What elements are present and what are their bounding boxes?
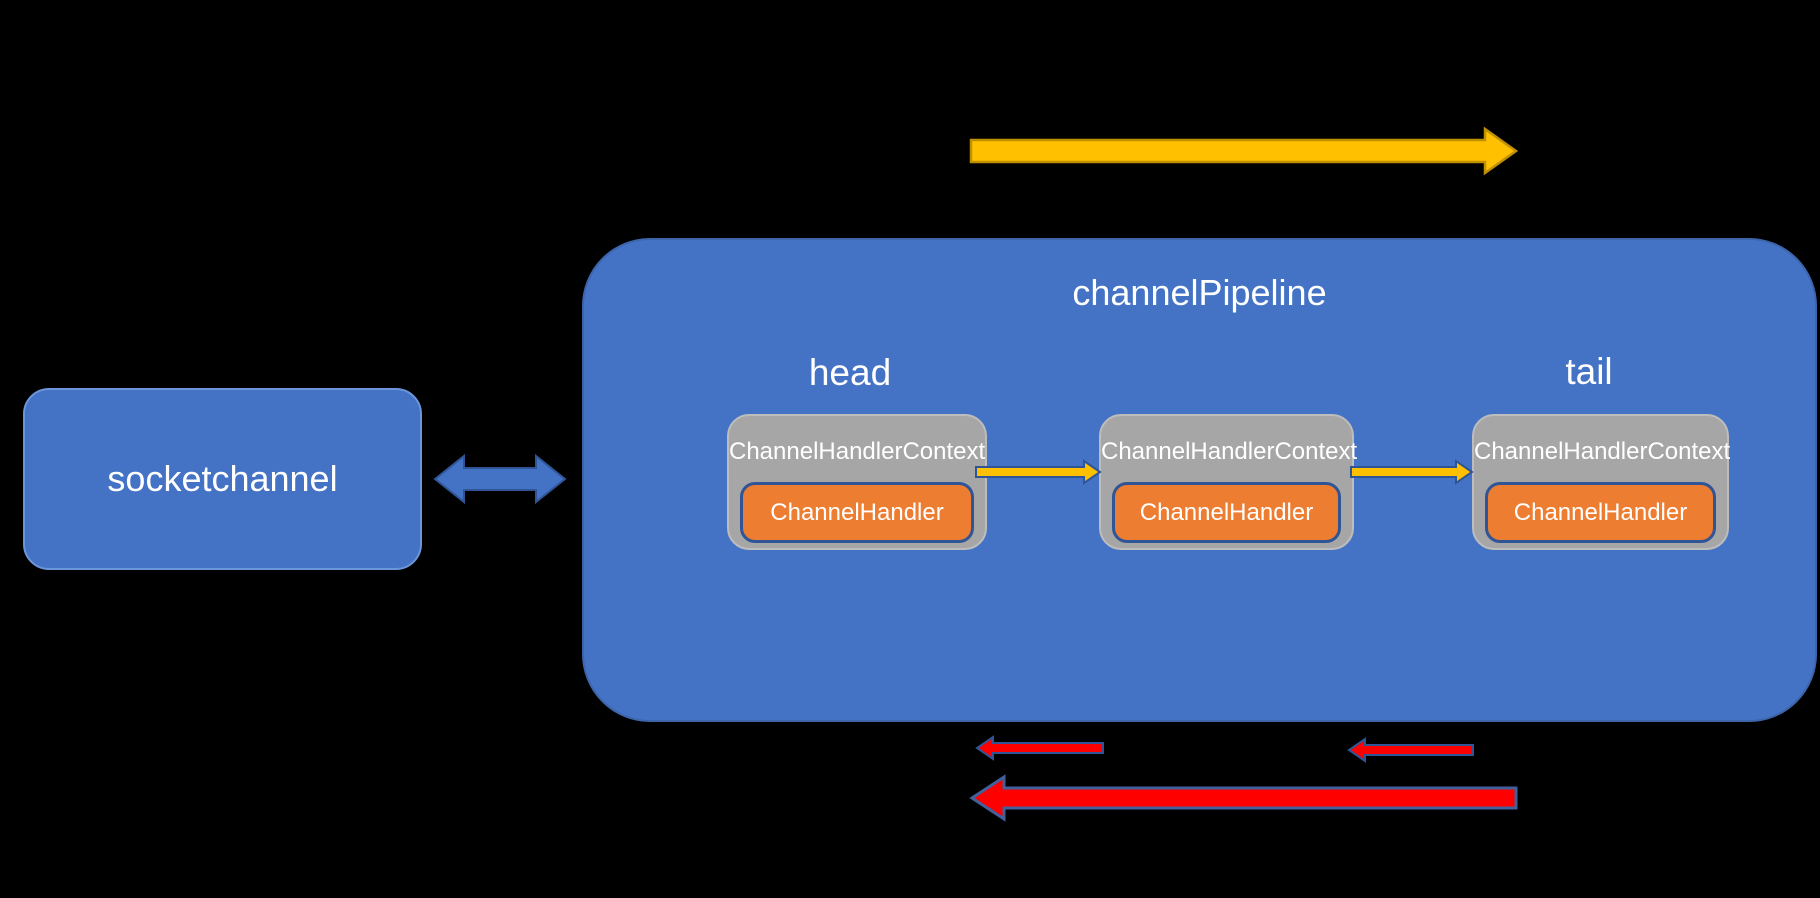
channel-handler-context-box-1: ChannelHandlerContext ChannelHandler: [727, 414, 987, 550]
inbound-red-arrow-icon: [969, 774, 1518, 822]
backward-red-arrow-1-icon: [975, 735, 1104, 761]
tail-label: tail: [1565, 351, 1613, 392]
socket-pipeline-double-arrow-icon: [433, 453, 567, 505]
channel-handler-box-3: ChannelHandler: [1485, 482, 1716, 543]
channel-handler-context-box-2: ChannelHandlerContext ChannelHandler: [1099, 414, 1358, 550]
handler-label: ChannelHandler: [1513, 498, 1688, 526]
handler-label: ChannelHandler: [1139, 498, 1314, 526]
outbound-yellow-arrow-icon: [969, 126, 1519, 176]
channel-handler-context-box-3: ChannelHandlerContext ChannelHandler: [1472, 414, 1731, 550]
channel-handler-box-1: ChannelHandler: [740, 482, 974, 543]
forward-yellow-arrow-1-icon: [975, 459, 1102, 485]
forward-yellow-arrow-2-icon: [1350, 459, 1474, 485]
socketchannel-box: socketchannel: [23, 388, 422, 570]
context-title: ChannelHandlerContext: [1101, 438, 1358, 465]
channel-pipeline-box: channelPipeline head tail ChannelHandler…: [582, 238, 1817, 763]
backward-red-arrow-2-icon: [1347, 737, 1474, 763]
head-label: head: [808, 352, 892, 393]
socketchannel-label: socketchannel: [107, 458, 338, 499]
context-title: ChannelHandlerContext: [1474, 438, 1731, 465]
channel-handler-box-2: ChannelHandler: [1112, 482, 1341, 543]
context-title: ChannelHandlerContext: [729, 438, 986, 465]
handler-label: ChannelHandler: [770, 498, 944, 526]
pipeline-title: channelPipeline: [1072, 272, 1327, 313]
